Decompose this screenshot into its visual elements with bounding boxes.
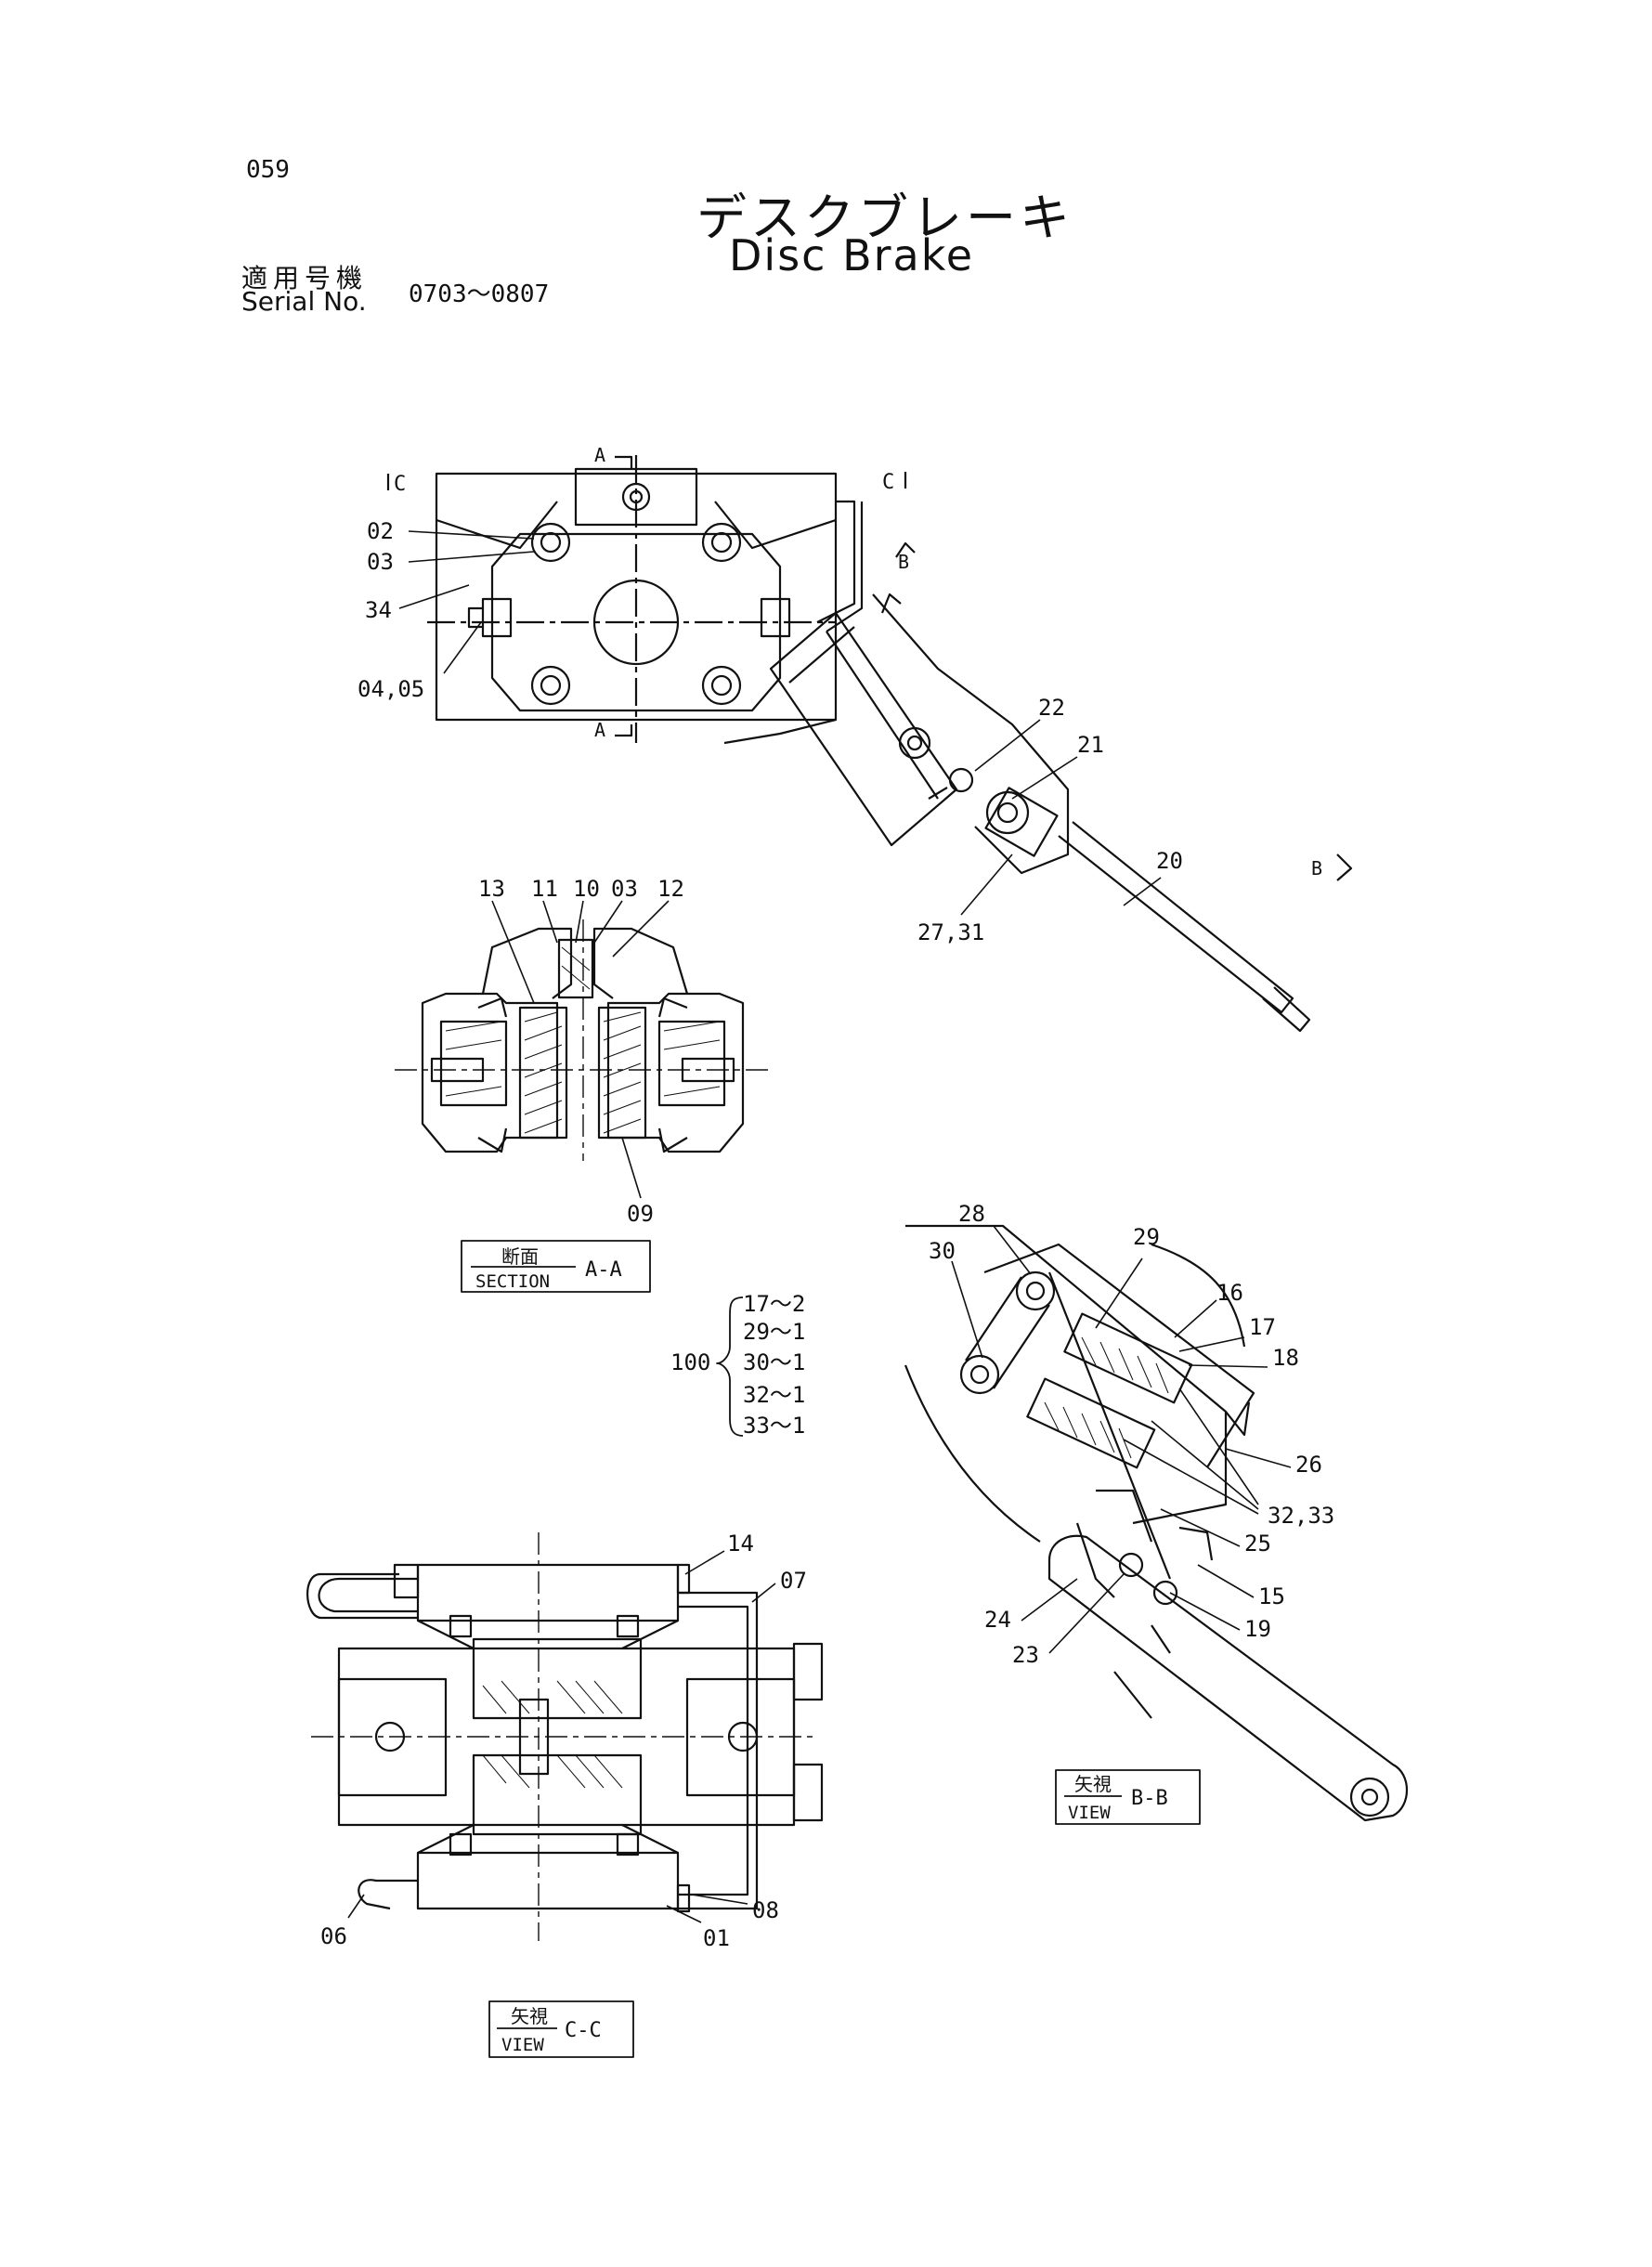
brake-lever-assembly <box>769 593 1311 1033</box>
callout-03-section: 03 <box>611 876 638 902</box>
section-mark-b-right <box>1336 853 1353 881</box>
view-bb-leaders <box>951 1225 1292 1654</box>
callout-28: 28 <box>958 1201 985 1227</box>
callout-10: 10 <box>573 876 600 902</box>
callout-16: 16 <box>1216 1280 1243 1306</box>
page-number: 059 <box>246 156 290 184</box>
callout-27-31: 27,31 <box>917 919 984 945</box>
callout-02: 02 <box>367 518 394 544</box>
kit-item-4: 32～1 <box>743 1382 805 1408</box>
callout-11: 11 <box>531 876 558 902</box>
view-cc-label-box <box>488 2000 634 2058</box>
serial-range: 0703～0807 <box>409 280 550 308</box>
kit-item-3: 30～1 <box>743 1349 805 1375</box>
view-cc-hatching <box>482 1680 623 1789</box>
callout-17: 17 <box>1249 1314 1276 1340</box>
section-mark-b-right-letter: B <box>1311 857 1322 879</box>
callout-30: 30 <box>929 1238 956 1264</box>
callout-18: 18 <box>1272 1345 1299 1371</box>
section-aa-centerlines <box>395 919 771 1161</box>
section-mark-c-left-letter: C <box>394 473 406 496</box>
callout-20: 20 <box>1156 848 1183 874</box>
callout-12: 12 <box>657 876 684 902</box>
view-cc-label-code: C-C <box>565 2019 602 2042</box>
callout-19: 19 <box>1244 1616 1271 1642</box>
view-bb-drawing <box>904 1224 1408 1822</box>
callout-09: 09 <box>627 1201 654 1227</box>
kit-item-5: 33～1 <box>743 1413 805 1439</box>
page-title: Disc Brake <box>729 230 975 280</box>
callout-22: 22 <box>1038 695 1065 721</box>
callout-32-33: 32,33 <box>1268 1503 1334 1529</box>
section-mark-a-top <box>615 455 633 469</box>
top-view-caliper <box>435 467 864 745</box>
section-aa-drawing <box>421 927 745 1153</box>
callout-24: 24 <box>984 1607 1011 1633</box>
view-bb-hatching <box>1044 1336 1169 1459</box>
callout-25: 25 <box>1244 1531 1271 1557</box>
kit-item-2: 29～1 <box>743 1319 805 1345</box>
callout-03: 03 <box>367 549 394 575</box>
section-aa-label-code: A-A <box>585 1258 622 1282</box>
section-aa-label-box <box>461 1240 651 1293</box>
section-aa-label-jp: 断面 <box>501 1245 539 1268</box>
view-bb-label-box <box>1055 1769 1201 1825</box>
callout-06: 06 <box>320 1923 347 1949</box>
callout-15: 15 <box>1258 1583 1285 1609</box>
section-line-a <box>427 455 836 743</box>
view-cc-label-en: VIEW <box>501 2035 544 2055</box>
section-mark-c-right-letter: C <box>882 471 894 494</box>
view-bb-label-en: VIEW <box>1068 1803 1111 1823</box>
callout-07: 07 <box>780 1568 807 1594</box>
kit-bracket <box>716 1296 744 1437</box>
top-view-leaders <box>398 530 1162 916</box>
callout-29: 29 <box>1133 1224 1160 1250</box>
view-cc-drawing <box>306 1563 824 1913</box>
kit-item-1: 17～2 <box>743 1291 805 1317</box>
view-bb-label-jp: 矢視 <box>1074 1773 1112 1795</box>
callout-04-05: 04,05 <box>358 676 424 702</box>
callout-13: 13 <box>478 876 505 902</box>
view-bb-label-code: B-B <box>1131 1787 1168 1810</box>
section-mark-a-top-letter: A <box>594 444 605 466</box>
serial-label: Serial No. <box>241 286 367 317</box>
section-aa-label-en: SECTION <box>475 1271 550 1292</box>
callout-14: 14 <box>727 1531 754 1557</box>
callout-21: 21 <box>1077 732 1104 758</box>
view-cc-leaders <box>347 1550 776 1923</box>
callout-01: 01 <box>703 1925 730 1951</box>
section-mark-a-bottom-letter: A <box>594 719 605 741</box>
page-title-japanese: デスクブレーキ <box>696 189 1073 247</box>
view-cc-centerlines <box>311 1532 817 1941</box>
section-aa-leaders <box>491 900 670 1199</box>
callout-23: 23 <box>1012 1642 1039 1668</box>
section-mark-b-top <box>895 541 916 558</box>
callout-26: 26 <box>1295 1452 1322 1478</box>
view-cc-label-jp: 矢視 <box>511 2005 548 2027</box>
kit-number: 100 <box>670 1349 710 1375</box>
section-mark-a-bottom <box>615 724 633 737</box>
callout-34: 34 <box>365 597 392 623</box>
serial-label-japanese: 適用号機 <box>241 263 369 293</box>
section-mark-b-top-letter: B <box>898 551 909 573</box>
callout-08: 08 <box>752 1897 779 1923</box>
